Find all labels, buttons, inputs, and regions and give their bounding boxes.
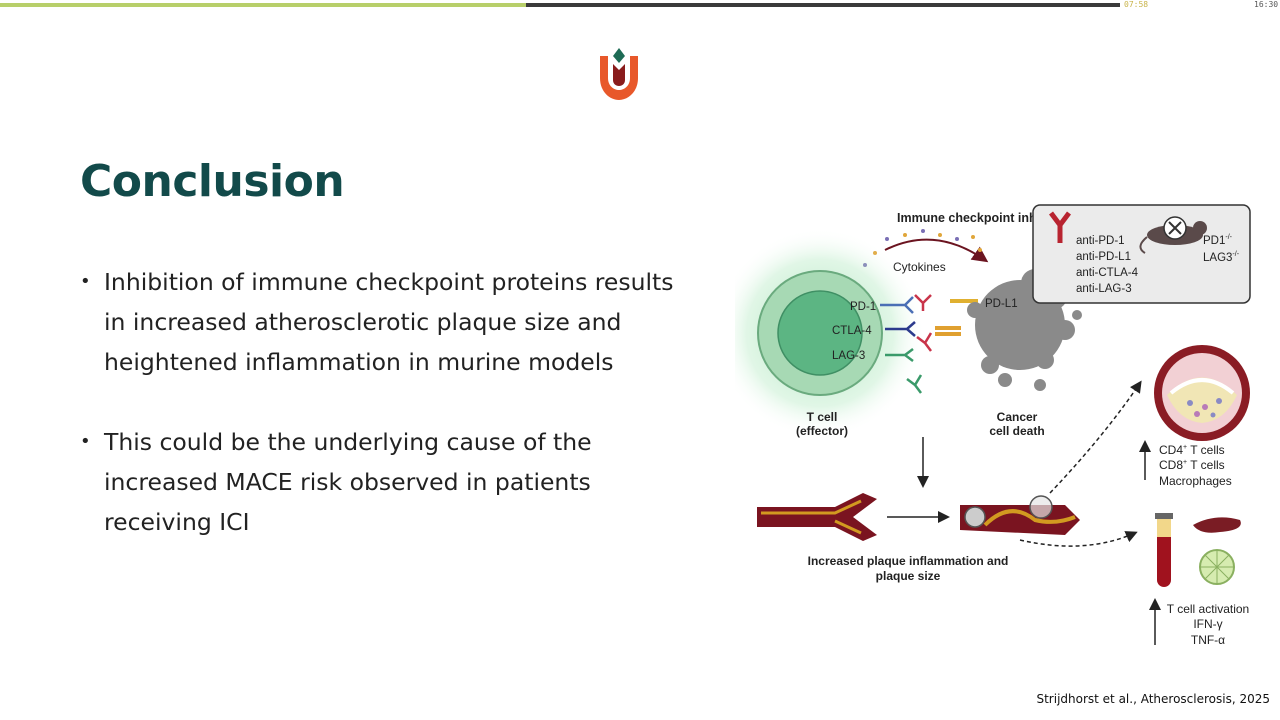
- bullet-dot: •: [80, 271, 91, 292]
- cell-label: Macrophages: [1159, 474, 1232, 488]
- checkpoint-receptors: [880, 294, 933, 394]
- bullet-line: in increased atherosclerotic plaque size…: [104, 308, 622, 336]
- cell-label: CD8+ T cells: [1159, 458, 1225, 472]
- bullet-line: Inhibition of immune checkpoint proteins…: [104, 268, 674, 296]
- video-progress-bar[interactable]: 07:58 16:30: [0, 0, 1280, 10]
- bullet-line: heightened inflammation in murine models: [104, 348, 614, 376]
- progress-fill: [0, 3, 527, 7]
- cancer-label: Cancer: [997, 410, 1038, 424]
- progress-track[interactable]: [0, 3, 1120, 7]
- bullet-item: • This could be the underlying cause of t…: [80, 422, 700, 542]
- slide-title: Conclusion: [80, 156, 345, 207]
- inhibitor-label: anti-CTLA-4: [1076, 267, 1139, 279]
- antibody-icon: [1049, 211, 1071, 243]
- lymph-node-icon: [1199, 549, 1235, 585]
- dashed-arrow: [1019, 531, 1138, 547]
- inhibitor-label: anti-PD-L1: [1076, 251, 1131, 263]
- knockout-label: PD1-/-: [1203, 234, 1233, 247]
- elapsed-time: 07:58: [1124, 0, 1149, 9]
- t-cell-label: T cell: [807, 410, 838, 424]
- bullet-line: receiving ICI: [104, 508, 250, 536]
- knockout-label: LAG3-/-: [1203, 251, 1240, 264]
- systemic-label: TNF-α: [1191, 633, 1225, 647]
- plaque-label: Increased plaque inflammation and: [808, 554, 1009, 568]
- citation: Strijdhorst et al., Atherosclerosis, 202…: [1036, 692, 1270, 706]
- dashed-arrow: [1049, 380, 1142, 494]
- cytokines-label: Cytokines: [893, 260, 946, 274]
- plaque-cross-section-icon: [1154, 345, 1250, 441]
- receptor-label: LAG-3: [832, 350, 865, 362]
- pd-l1-ligands: [935, 299, 978, 336]
- bullet-line: increased MACE risk observed in patients: [104, 468, 591, 496]
- systemic-label: T cell activation: [1167, 602, 1249, 616]
- plaque-label: plaque size: [876, 569, 941, 583]
- inhibitor-label: anti-LAG-3: [1076, 283, 1132, 295]
- systemic-label: IFN-γ: [1193, 617, 1222, 631]
- tulip-logo-icon: [600, 48, 638, 100]
- total-time: 16:30: [1254, 0, 1279, 9]
- ligand-label: PD-L1: [985, 298, 1018, 310]
- cell-label: CD4+ T cells: [1159, 443, 1225, 457]
- receptor-label: PD-1: [850, 301, 876, 313]
- bullet-item: • Inhibition of immune checkpoint protein…: [80, 262, 700, 382]
- bullet-line: This could be the underlying cause of th…: [104, 428, 592, 456]
- knockout-x-icon: [1163, 216, 1187, 240]
- plaque-artery-icon: [960, 495, 1080, 535]
- receptor-label: CTLA-4: [832, 325, 872, 337]
- artery-icon: [757, 493, 877, 541]
- blood-tube-icon: [1155, 513, 1173, 587]
- bullet-list: • Inhibition of immune checkpoint protein…: [80, 262, 700, 582]
- bullet-dot: •: [80, 431, 91, 452]
- cytokine-arrow: [884, 238, 989, 263]
- t-cell-label: (effector): [796, 424, 848, 438]
- cancer-label: cell death: [989, 424, 1044, 438]
- spleen-icon: [1193, 517, 1241, 533]
- inhibitor-label: anti-PD-1: [1076, 235, 1125, 247]
- figure-heading: Immune checkpoint inhibitors: [897, 211, 1075, 225]
- icb-diagram: Immune checkpoint inhibitors Cytokines P…: [735, 204, 1251, 647]
- t-cell-nucleus: [777, 290, 863, 376]
